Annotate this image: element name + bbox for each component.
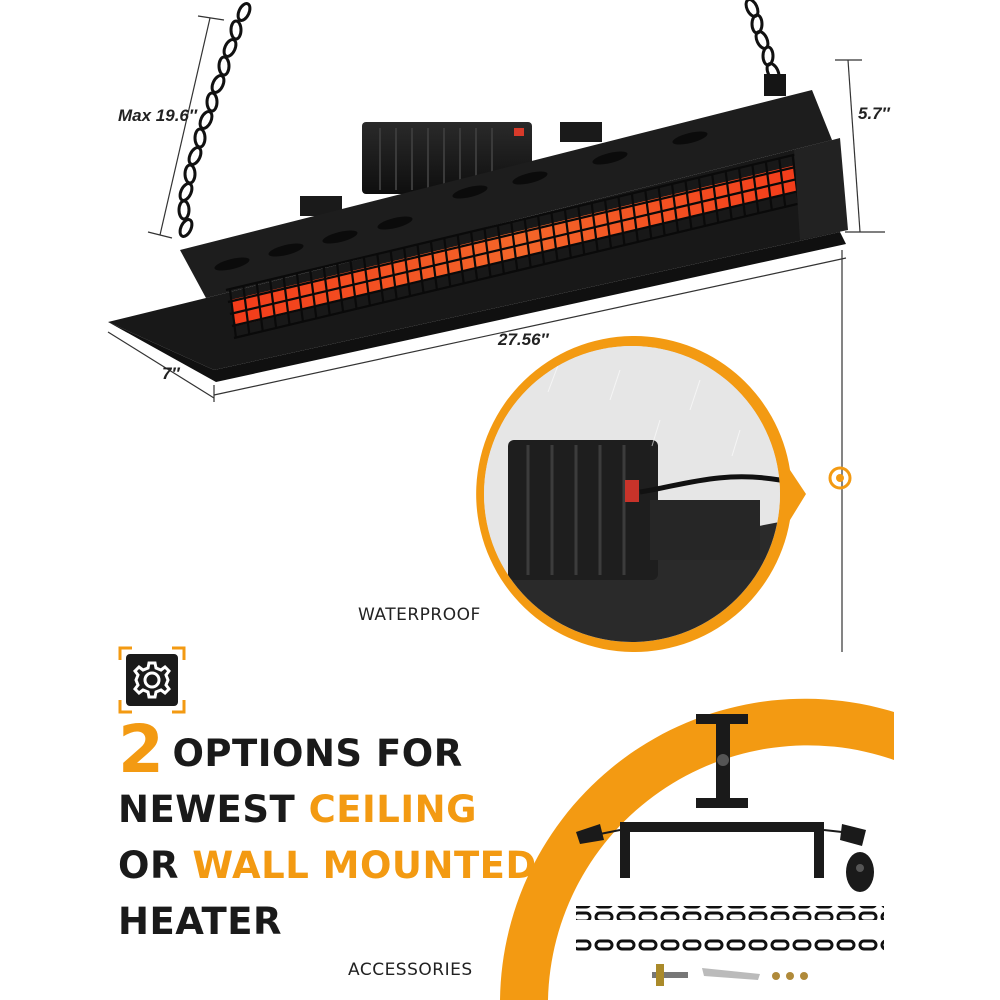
grille-bar <box>376 254 385 303</box>
grille-bar <box>416 244 425 294</box>
grille-bar <box>242 286 251 335</box>
headline-line-4: HEATER <box>118 900 283 943</box>
headline-line-1-text: OPTIONS FOR <box>172 732 463 775</box>
accessories-callout <box>500 698 894 1000</box>
grille-bar <box>295 273 305 323</box>
grille-bar <box>309 270 318 319</box>
grille-bar <box>456 235 465 284</box>
grille-bar <box>590 203 599 252</box>
grille-bar <box>563 209 572 258</box>
waterproof-callout <box>476 335 806 652</box>
grille-bar <box>537 216 546 265</box>
length-label: 27.56″ <box>498 330 549 349</box>
headline-line-2: NEWEST CEILING <box>118 782 537 838</box>
grille-bar <box>724 171 733 220</box>
location-dot-icon <box>828 466 852 490</box>
grille-bar <box>684 180 693 230</box>
gear-icon <box>118 646 186 714</box>
grille-bar <box>389 251 398 300</box>
grille-bar <box>510 222 519 271</box>
grille-bar <box>470 232 479 281</box>
headline-line-3: OR WALL MOUNTED <box>118 838 537 894</box>
body-height-label: 5.7″ <box>858 104 890 123</box>
grille-bar <box>697 177 706 226</box>
grille-bar <box>362 257 372 307</box>
grille-bar <box>670 183 680 233</box>
grille-bar <box>778 158 787 207</box>
grille-bar <box>322 267 331 316</box>
grille-bar <box>403 248 412 297</box>
grille-bar <box>269 280 278 329</box>
headline-ceiling-highlight: CEILING <box>308 788 477 831</box>
headline-line-3-prefix: OR <box>118 844 179 887</box>
options-count: 2 <box>118 711 165 788</box>
grille-bar <box>336 264 345 313</box>
grille-bar <box>429 241 439 290</box>
grille-bar <box>737 167 747 217</box>
grille-bar <box>228 289 238 339</box>
headline-line-2-prefix: NEWEST <box>118 788 296 831</box>
grille-bar <box>603 200 613 249</box>
grille-bar <box>577 206 586 255</box>
grille-bar <box>751 164 760 213</box>
grille-bar <box>644 190 653 239</box>
dimension-lines <box>107 15 885 652</box>
grille-bar <box>282 277 291 326</box>
grille-bar <box>630 193 639 242</box>
grille-bar <box>764 161 773 210</box>
hanging-chains <box>177 0 786 238</box>
grille-bar <box>711 174 720 223</box>
grille-bar <box>550 212 559 262</box>
depth-label: 7″ <box>162 364 180 383</box>
grille-bar <box>483 228 492 278</box>
grille-bar <box>443 238 452 287</box>
accessories-caption: ACCESSORIES <box>348 960 473 980</box>
patio-heater <box>108 90 848 382</box>
grille-bar <box>496 225 505 274</box>
headline-wall-mounted-highlight: WALL MOUNTED <box>192 844 537 887</box>
max-height-label: Max 19.6″ <box>118 106 198 125</box>
grille-bar <box>523 219 532 268</box>
grille-bar <box>349 260 358 310</box>
grille-bar <box>617 196 626 246</box>
grille-bar <box>255 283 264 332</box>
waterproof-caption: WATERPROOF <box>358 605 481 625</box>
grille-bar <box>657 187 666 236</box>
accessories-kit <box>576 714 884 986</box>
